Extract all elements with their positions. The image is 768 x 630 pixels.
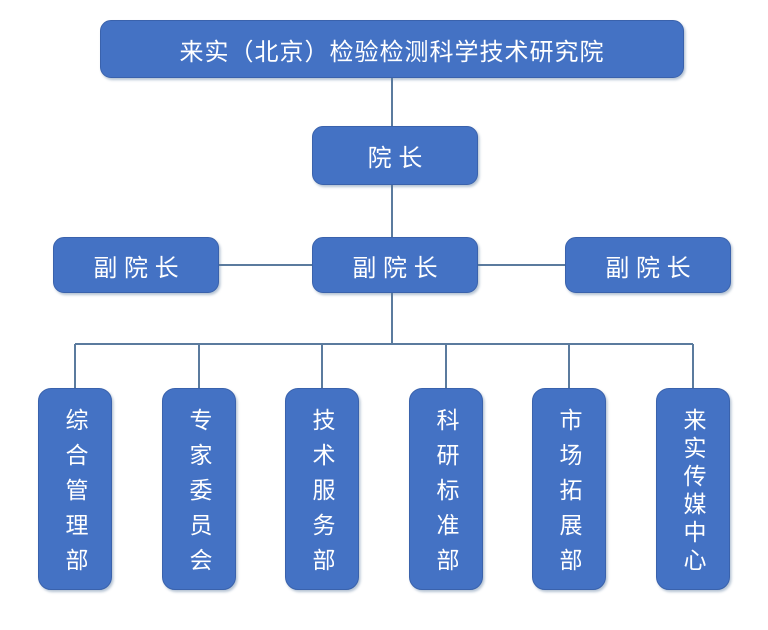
node-dept-market-expansion: 市场拓展部 — [532, 388, 606, 590]
connector-deputy-right — [478, 264, 565, 266]
node-deputy-director-1: 副 院 长 — [53, 237, 219, 293]
connector-director-to-deputy — [391, 185, 393, 237]
node-deputy-director-1-label: 副 院 长 — [93, 254, 179, 282]
node-deputy-director-3: 副 院 长 — [565, 237, 731, 293]
node-dept-expert-committee-label: 专家委员会 — [186, 407, 212, 583]
node-dept-research-standards: 科研标准部 — [409, 388, 483, 590]
node-dept-technical-service-label: 技术服务部 — [309, 407, 335, 583]
node-director-label: 院 长 — [367, 145, 423, 172]
connector-department-bus — [75, 343, 693, 345]
node-deputy-director-2-label: 副 院 长 — [352, 254, 438, 282]
node-dept-market-expansion-label: 市场拓展部 — [556, 407, 582, 583]
connector-stub-dept-5 — [568, 344, 570, 388]
connector-stub-dept-3 — [321, 344, 323, 388]
connector-stub-dept-2 — [198, 344, 200, 388]
node-deputy-director-3-label: 副 院 长 — [605, 254, 691, 282]
connector-deputy-left — [219, 264, 312, 266]
connector-root-to-director — [391, 78, 393, 126]
connector-stub-dept-6 — [692, 344, 694, 388]
node-dept-media-center: 来实传媒中心 — [656, 388, 730, 590]
node-dept-general-management-label: 综合管理部 — [62, 407, 88, 583]
node-institute-label: 来实（北京）检验检测科学技术研究院 — [179, 38, 605, 66]
node-dept-general-management: 综合管理部 — [38, 388, 112, 590]
connector-stub-dept-1 — [74, 344, 76, 388]
node-deputy-director-2: 副 院 长 — [312, 237, 478, 293]
node-director: 院 长 — [312, 126, 478, 185]
connector-stub-dept-4 — [445, 344, 447, 388]
node-dept-research-standards-label: 科研标准部 — [433, 407, 459, 583]
node-institute: 来实（北京）检验检测科学技术研究院 — [100, 20, 684, 78]
node-dept-media-center-label: 来实传媒中心 — [680, 407, 706, 576]
node-dept-expert-committee: 专家委员会 — [162, 388, 236, 590]
connector-deputy-to-bus — [391, 293, 393, 343]
node-dept-technical-service: 技术服务部 — [285, 388, 359, 590]
